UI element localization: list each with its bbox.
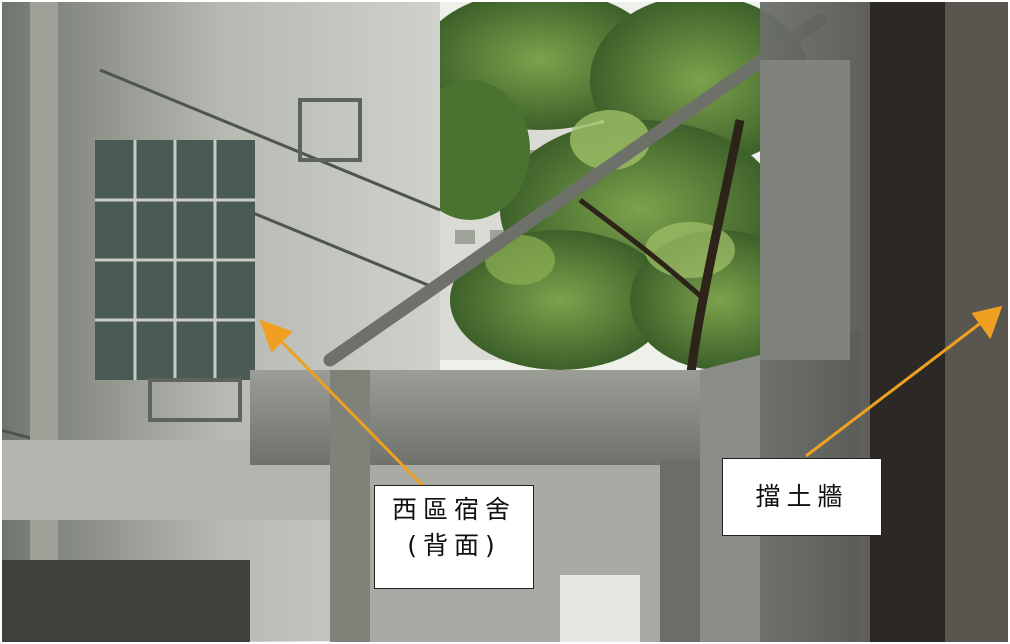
right-wall-column [870, 0, 945, 644]
beam-column-left [330, 370, 370, 644]
tree-trunk [578, 119, 745, 381]
right-wall-edge [945, 0, 1010, 644]
retaining-wall-label-text: 擋土牆 [755, 482, 849, 511]
concrete-beam [250, 370, 710, 465]
arrow-dorm [259, 319, 427, 490]
tree-foliage [410, 0, 810, 370]
dorm-label: 西區宿舍 (背面) [374, 485, 534, 589]
retaining-wall-label: 擋土牆 [722, 458, 882, 536]
arrow-wall [805, 305, 1003, 458]
beam-column-right [660, 460, 700, 644]
ac-bracket-1 [298, 98, 362, 162]
right-wall-panel [760, 60, 850, 360]
dorm-label-line1: 西區宿舍 [391, 495, 516, 524]
ac-bracket-2 [148, 378, 242, 422]
passage-light [560, 575, 640, 644]
dorm-label-line2: (背面) [407, 531, 501, 560]
diagonal-pipe [323, 13, 827, 367]
window-mullions [95, 140, 255, 380]
drain-pipe [30, 0, 58, 644]
lower-opening [0, 560, 250, 644]
